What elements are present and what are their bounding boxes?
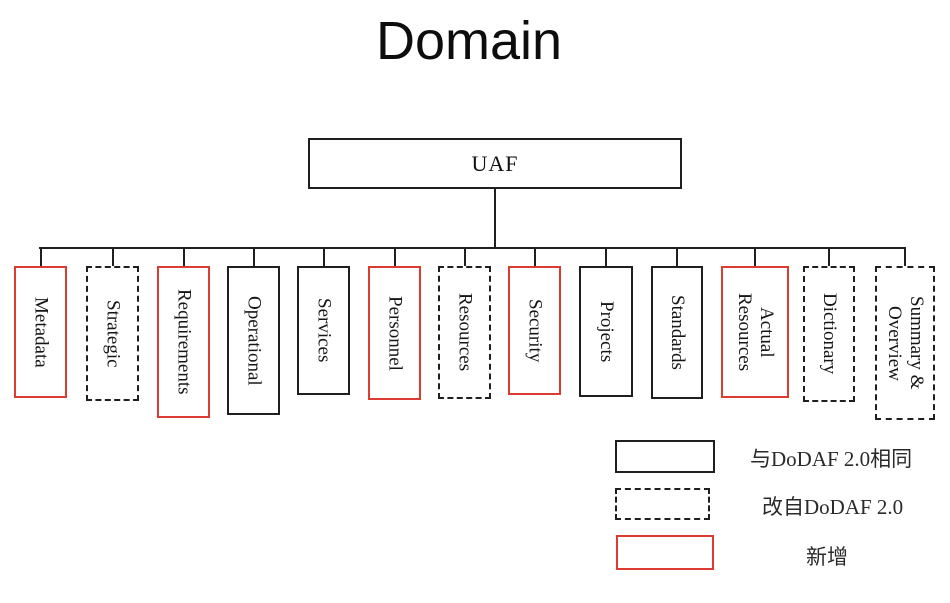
tree-node-label: Summary & Overview — [884, 296, 927, 390]
connector-horizontal-line — [39, 247, 906, 249]
tree-node-services: Services — [297, 266, 350, 395]
tree-node-dictionary: Dictionary — [803, 266, 855, 402]
tree-node-operational: Operational — [227, 266, 280, 415]
tree-node-label: Projects — [595, 300, 617, 363]
connector-stub — [322, 248, 325, 266]
tree-node-projects: Projects — [579, 266, 633, 397]
legend-swatch-same — [615, 440, 715, 473]
tree-node-requirements: Requirements — [157, 266, 210, 418]
tree-node-label: Resources — [454, 293, 476, 372]
connector-stub — [904, 248, 906, 266]
connector-stub — [754, 248, 756, 266]
tree-node-standards: Standards — [651, 266, 703, 399]
tree-node-resources: Resources — [438, 266, 491, 399]
root-connector-stub — [494, 189, 496, 247]
page-title: Domain — [375, 11, 563, 71]
tree-node-label: Standards — [666, 295, 688, 370]
tree-node-label: Strategic — [102, 299, 124, 368]
connector-stub — [828, 248, 830, 266]
tree-node-summary-overview: Summary & Overview — [875, 266, 935, 420]
legend-label-new: 新增 — [806, 545, 848, 569]
tree-node-label: Dictionary — [818, 293, 840, 375]
tree-node-label: Actual Resources — [734, 292, 777, 372]
connector-stub — [39, 248, 42, 266]
connector-stub — [605, 248, 607, 266]
legend-label-adapted: 改自DoDAF 2.0 — [762, 495, 904, 519]
tree-node-actual-resources: Actual Resources — [721, 266, 789, 398]
connector-stub — [182, 248, 185, 266]
connector-stub — [533, 248, 536, 266]
tree-node-strategic: Strategic — [86, 266, 139, 401]
legend-swatch-adapted — [615, 488, 710, 520]
connector-stub — [111, 248, 114, 266]
connector-stub — [393, 248, 396, 266]
root-node-label: UAF — [471, 150, 519, 176]
connector-stub — [463, 248, 466, 266]
legend-label-same: 与DoDAF 2.0相同 — [750, 447, 913, 471]
tree-node-personnel: Personnel — [368, 266, 421, 400]
tree-node-label: Requirements — [173, 289, 195, 395]
legend-swatch-new — [616, 535, 714, 570]
tree-node-metadata: Metadata — [14, 266, 67, 398]
connector-stub — [676, 248, 678, 266]
tree-node-security: Security — [508, 266, 561, 395]
tree-node-label: Security — [524, 298, 546, 363]
tree-node-label: Metadata — [30, 296, 52, 368]
tree-node-label: Services — [313, 298, 335, 363]
tree-node-label: Operational — [243, 295, 265, 386]
tree-node-label: Personnel — [384, 295, 406, 371]
root-node-uaf: UAF — [308, 138, 682, 189]
connector-stub — [252, 248, 255, 266]
